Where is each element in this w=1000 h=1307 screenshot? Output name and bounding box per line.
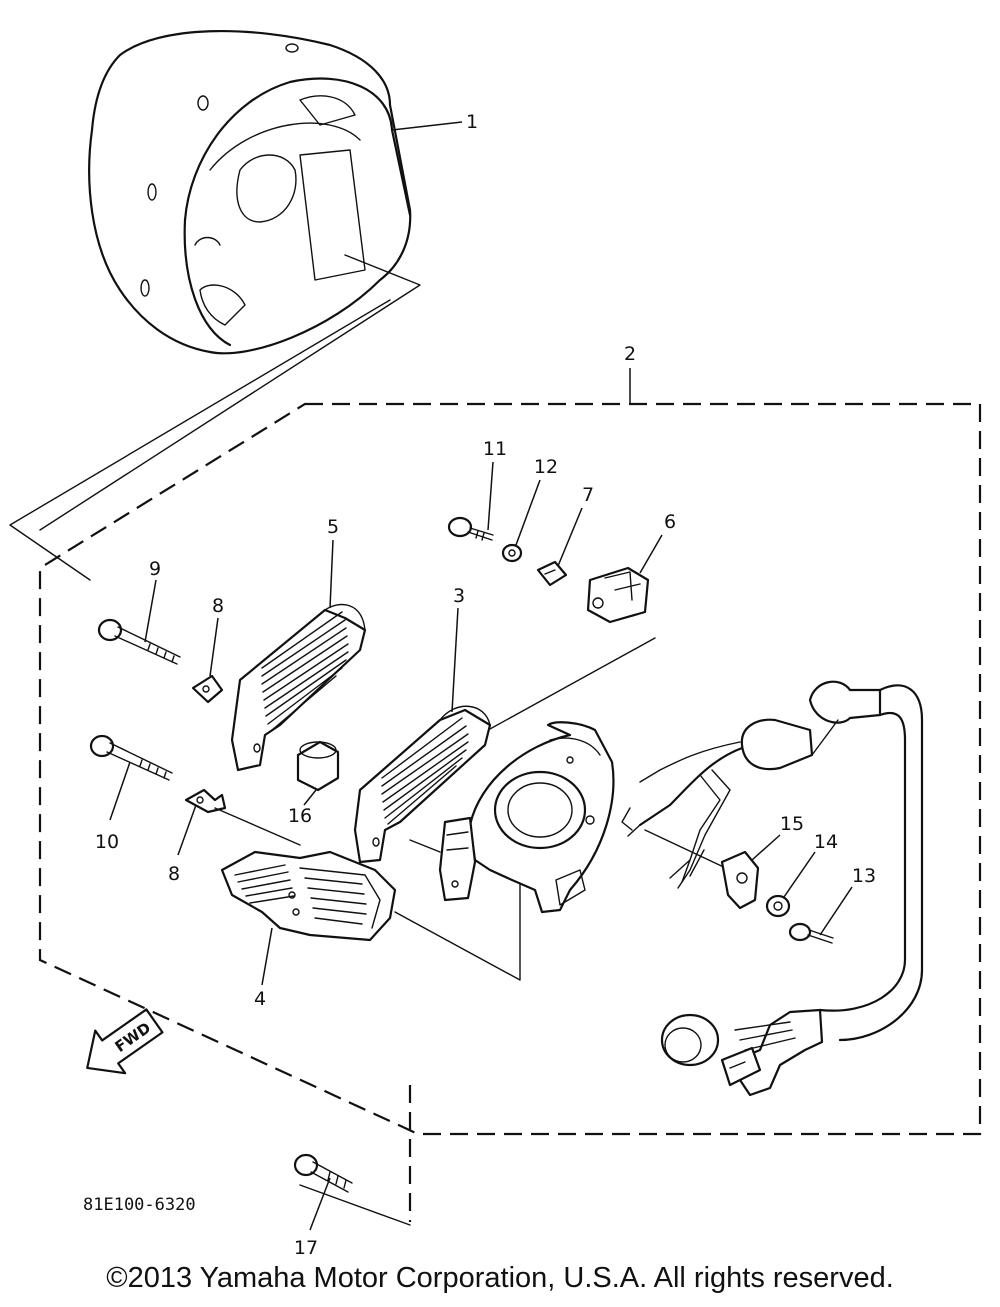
part-number-1: 1 [466,111,478,133]
part-number-14: 14 [814,831,838,853]
charge-coil-5: 5 [230,516,367,772]
base-unit-4: 4 [220,850,397,1010]
part-number-15: 15 [780,813,804,835]
part-number-3: 3 [453,585,465,607]
lighting-coil-3: 3 [353,585,492,864]
washer-12: 12 [501,456,558,563]
wire-harness [621,680,924,1097]
part-number-8-upper: 8 [212,595,224,617]
screw-11: 11 [447,438,507,541]
clamp-15: 15 [720,813,804,910]
part-number-4: 4 [254,988,266,1010]
part-number-11: 11 [483,438,507,460]
part-number-5: 5 [327,516,339,538]
screw-13: 13 [788,865,876,944]
screw-17: 17 [293,1085,412,1259]
copyright-notice: ©2013 Yamaha Motor Corporation, U.S.A. A… [106,1262,894,1294]
part-number-2: 2 [624,343,636,365]
part-number-16: 16 [288,805,312,827]
flywheel-rotor: 1 [88,29,478,355]
clip-7: 7 [536,484,594,587]
part-number-10: 10 [95,831,119,853]
spacer-16: 16 [288,740,340,827]
clamp-8-upper: 8 [191,595,224,704]
part-number-9: 9 [149,558,161,580]
part-number-13: 13 [852,865,876,887]
part-number-7: 7 [582,484,594,506]
clamp-8-lower: 8 [168,788,227,885]
part-number-17: 17 [294,1237,318,1259]
stator-base-plate [438,721,615,914]
washer-14: 14 [765,831,838,918]
bolt-10: 10 [89,734,173,853]
bolt-9: 9 [97,558,181,665]
pickup-coil-6: 6 [586,511,676,624]
part-number-8-lower: 8 [168,863,180,885]
drawing-code: 81E100-6320 [83,1195,196,1215]
part-number-12: 12 [534,456,558,478]
stator-assembly-boundary [38,402,982,1136]
part-number-6: 6 [664,511,676,533]
